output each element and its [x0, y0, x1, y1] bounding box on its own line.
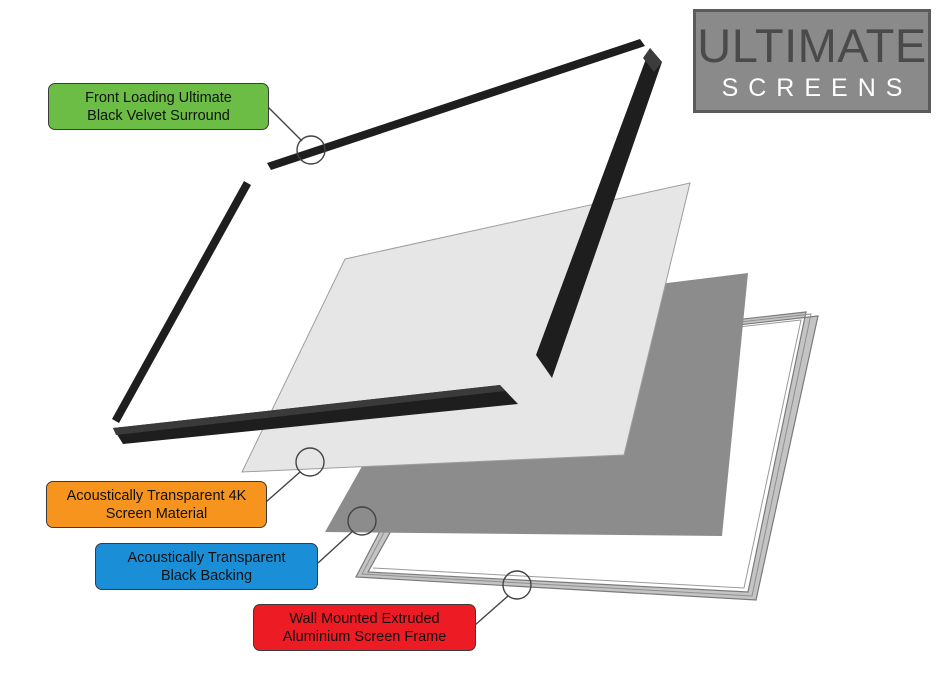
surround-right-bar-face — [643, 48, 662, 72]
surround-bottom-bar-edge — [113, 385, 505, 435]
callout-velvet-surround-line2: Black Velvet Surround — [87, 107, 230, 124]
leader-surround — [267, 106, 326, 165]
logo-line-1: ULTIMATE — [697, 19, 927, 72]
leader-material — [265, 447, 325, 503]
callout-velvet-surround: Front Loading Ultimate Black Velvet Surr… — [48, 83, 269, 130]
callout-aluminium-frame: Wall Mounted Extruded Aluminium Screen F… — [253, 604, 476, 651]
callout-black-backing-line2: Black Backing — [160, 567, 253, 584]
ultimate-screens-logo: ULTIMATE SCREENS — [693, 9, 931, 113]
screen-material-sheet — [241, 182, 691, 473]
callout-screen-material: Acoustically Transparent 4K Screen Mater… — [46, 481, 267, 528]
callout-screen-material-line1: Acoustically Transparent 4K — [66, 487, 247, 504]
surround-right-bar — [536, 48, 662, 378]
callout-aluminium-frame-line2: Aluminium Screen Frame — [282, 628, 447, 645]
callout-aluminium-frame-line1: Wall Mounted Extruded — [289, 610, 440, 627]
velvet-surround — [112, 39, 662, 444]
logo-line-2: SCREENS — [721, 74, 913, 102]
leader-backing — [317, 506, 377, 564]
callout-screen-material-line2: Screen Material — [105, 505, 208, 522]
leader-frame — [474, 570, 532, 626]
surround-top-bar — [267, 39, 645, 170]
surround-left-bar — [112, 181, 251, 423]
callout-black-backing-line1: Acoustically Transparent — [127, 549, 286, 566]
callout-black-backing: Acoustically Transparent Black Backing — [95, 543, 318, 590]
callout-velvet-surround-line1: Front Loading Ultimate — [85, 89, 232, 106]
